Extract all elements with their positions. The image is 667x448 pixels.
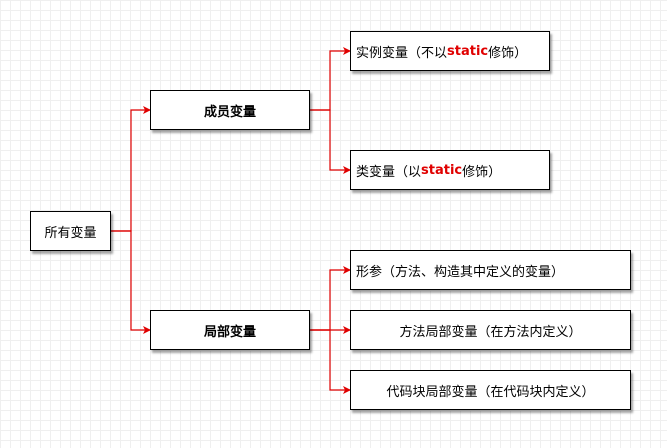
node-parameters-label: 形参（方法、构造其中定义的变量）: [356, 264, 565, 280]
node-all-variables-label: 所有变量: [44, 225, 97, 241]
instance-label-prefix: 实例变量（不以: [356, 45, 448, 61]
node-block-local-variables-label: 代码块局部变量（在代码块内定义）: [386, 384, 595, 400]
class-label-keyword: static: [421, 162, 463, 178]
instance-label-suffix: 修饰）: [488, 45, 528, 61]
edge-root-to-member: [111, 106, 151, 232]
node-method-local-variables-label: 方法局部变量（在方法内定义）: [399, 324, 582, 340]
instance-label-keyword: static: [447, 43, 489, 59]
class-label-prefix: 类变量（以: [356, 164, 422, 180]
node-parameters[interactable]: 形参（方法、构造其中定义的变量）: [350, 250, 631, 290]
node-block-local-variables[interactable]: 代码块局部变量（在代码块内定义）: [350, 370, 631, 410]
node-method-local-variables[interactable]: 方法局部变量（在方法内定义）: [350, 310, 631, 350]
node-member-variables-label: 成员变量: [203, 104, 256, 120]
edge-local-to-block_local: [310, 329, 351, 394]
node-member-variables[interactable]: 成员变量: [150, 90, 310, 130]
class-label-suffix: 修饰）: [462, 164, 502, 180]
edge-member-to-class_var: [310, 109, 351, 174]
edge-local-to-param: [310, 266, 351, 331]
node-all-variables[interactable]: 所有变量: [30, 211, 111, 251]
edge-member-to-instance: [310, 47, 351, 111]
node-local-variables[interactable]: 局部变量: [150, 310, 310, 350]
edge-root-to-local: [111, 230, 151, 334]
node-local-variables-label: 局部变量: [203, 324, 256, 340]
